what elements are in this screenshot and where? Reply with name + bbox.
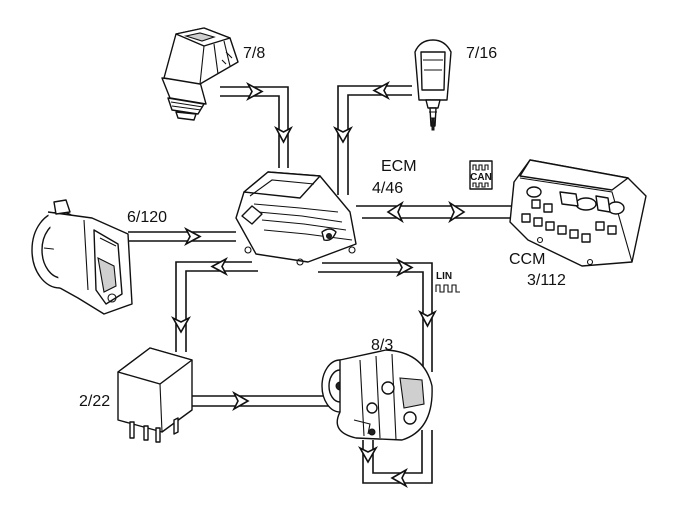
ac-compressor — [321, 349, 433, 441]
path-coolant-to-ecm — [220, 86, 289, 168]
path-sensor-to-ecm — [337, 85, 412, 195]
arrow-down — [332, 126, 354, 144]
label-ecm-number: 4/46 — [372, 180, 403, 197]
path-ecm-to-compressor-lin — [318, 262, 433, 372]
can-label: CAN — [470, 172, 492, 183]
path-throttle-to-ecm — [128, 231, 236, 242]
label-relay: 2/22 — [79, 393, 110, 410]
arrow-left — [210, 257, 228, 276]
arrow-left — [390, 467, 408, 489]
arrow-right — [246, 82, 264, 101]
arrow-right — [396, 258, 414, 277]
lin-label: LIN — [436, 271, 452, 282]
flow-arrows — [170, 81, 466, 489]
component-labels: 7/8 7/16 ECM 4/46 6/120 CCM 3/112 8/3 2/… — [79, 45, 566, 410]
can-bus-icon: CAN — [469, 160, 493, 190]
signal-paths — [128, 85, 512, 484]
arrow-left — [372, 81, 390, 100]
arrow-right — [448, 200, 466, 224]
relay — [117, 347, 193, 443]
arrow-down — [357, 446, 379, 464]
temperature-sensor — [414, 39, 452, 131]
coolant-pressure-sensor — [161, 27, 239, 121]
label-throttle: 6/120 — [127, 209, 167, 226]
engine-control-module — [235, 171, 357, 266]
climate-control-module — [509, 159, 647, 267]
arrow-down — [418, 310, 437, 328]
label-compressor: 8/3 — [371, 337, 393, 354]
label-temp-sensor: 7/16 — [466, 45, 497, 62]
path-ecm-ccm-can — [356, 205, 512, 219]
label-ccm-number: 3/112 — [527, 272, 566, 289]
path-ecm-to-relay — [175, 261, 258, 352]
arrow-right — [184, 227, 202, 246]
throttle-body — [31, 199, 133, 315]
arrow-right — [232, 390, 250, 412]
label-ccm-title: CCM — [509, 251, 545, 268]
arrow-down — [170, 316, 192, 334]
path-compressor-loop — [362, 430, 433, 484]
arrow-left — [386, 200, 404, 224]
path-relay-to-compressor — [192, 395, 332, 407]
label-coolant-sensor: 7/8 — [243, 45, 265, 62]
label-ecm-title: ECM — [381, 158, 417, 175]
lin-bus-icon: LIN — [435, 271, 460, 293]
arrow-down — [274, 126, 293, 144]
